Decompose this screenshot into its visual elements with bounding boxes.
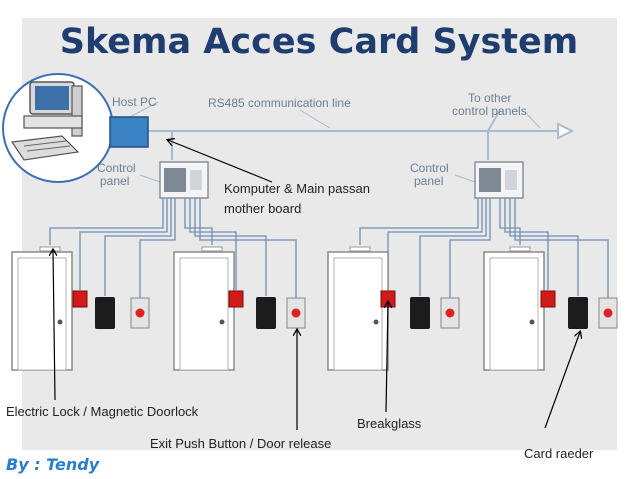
control-panel-1 <box>159 161 209 199</box>
exit-button-annotation: Exit Push Button / Door release <box>150 436 332 451</box>
breakglass-annotation: Breakglass <box>357 416 422 431</box>
host-pc-label: Host PC <box>112 95 157 109</box>
host-pc-icon <box>2 73 114 183</box>
annotation-arrows <box>53 140 580 430</box>
device-set-3 <box>380 290 460 329</box>
control-panel-2 <box>474 161 524 199</box>
control-panel-2-label-1: Control <box>410 161 449 175</box>
card-reader-annotation: Card raeder <box>524 446 594 461</box>
rs485-label: RS485 communication line <box>208 96 351 110</box>
control-panel-1-label-1: Control <box>97 161 136 175</box>
diagram-background <box>22 18 617 450</box>
device-set-1 <box>72 290 150 329</box>
door-1 <box>11 246 73 371</box>
control-panel-1-label-2: panel <box>100 174 130 188</box>
author-byline: By : Tendy <box>6 455 100 474</box>
main-board-annotation-2: mother board <box>224 201 302 216</box>
main-board-annotation-1: Komputer & Main passan <box>224 181 370 196</box>
to-other-label-2: control panels <box>452 104 527 118</box>
rs485-line <box>148 109 575 160</box>
electric-lock-annotation: Electric Lock / Magnetic Doorlock <box>6 404 199 419</box>
control-panel-2-label-2: panel <box>414 174 444 188</box>
slide-title: Skema Acces Card System <box>59 22 579 62</box>
door-2 <box>173 246 235 371</box>
device-set-2 <box>228 290 306 329</box>
to-other-label-1: To other <box>468 91 512 105</box>
main-board-box <box>109 116 149 148</box>
door-4 <box>483 246 545 371</box>
label-leaders <box>127 101 541 183</box>
device-set-4 <box>540 290 618 329</box>
door-3 <box>327 246 389 371</box>
